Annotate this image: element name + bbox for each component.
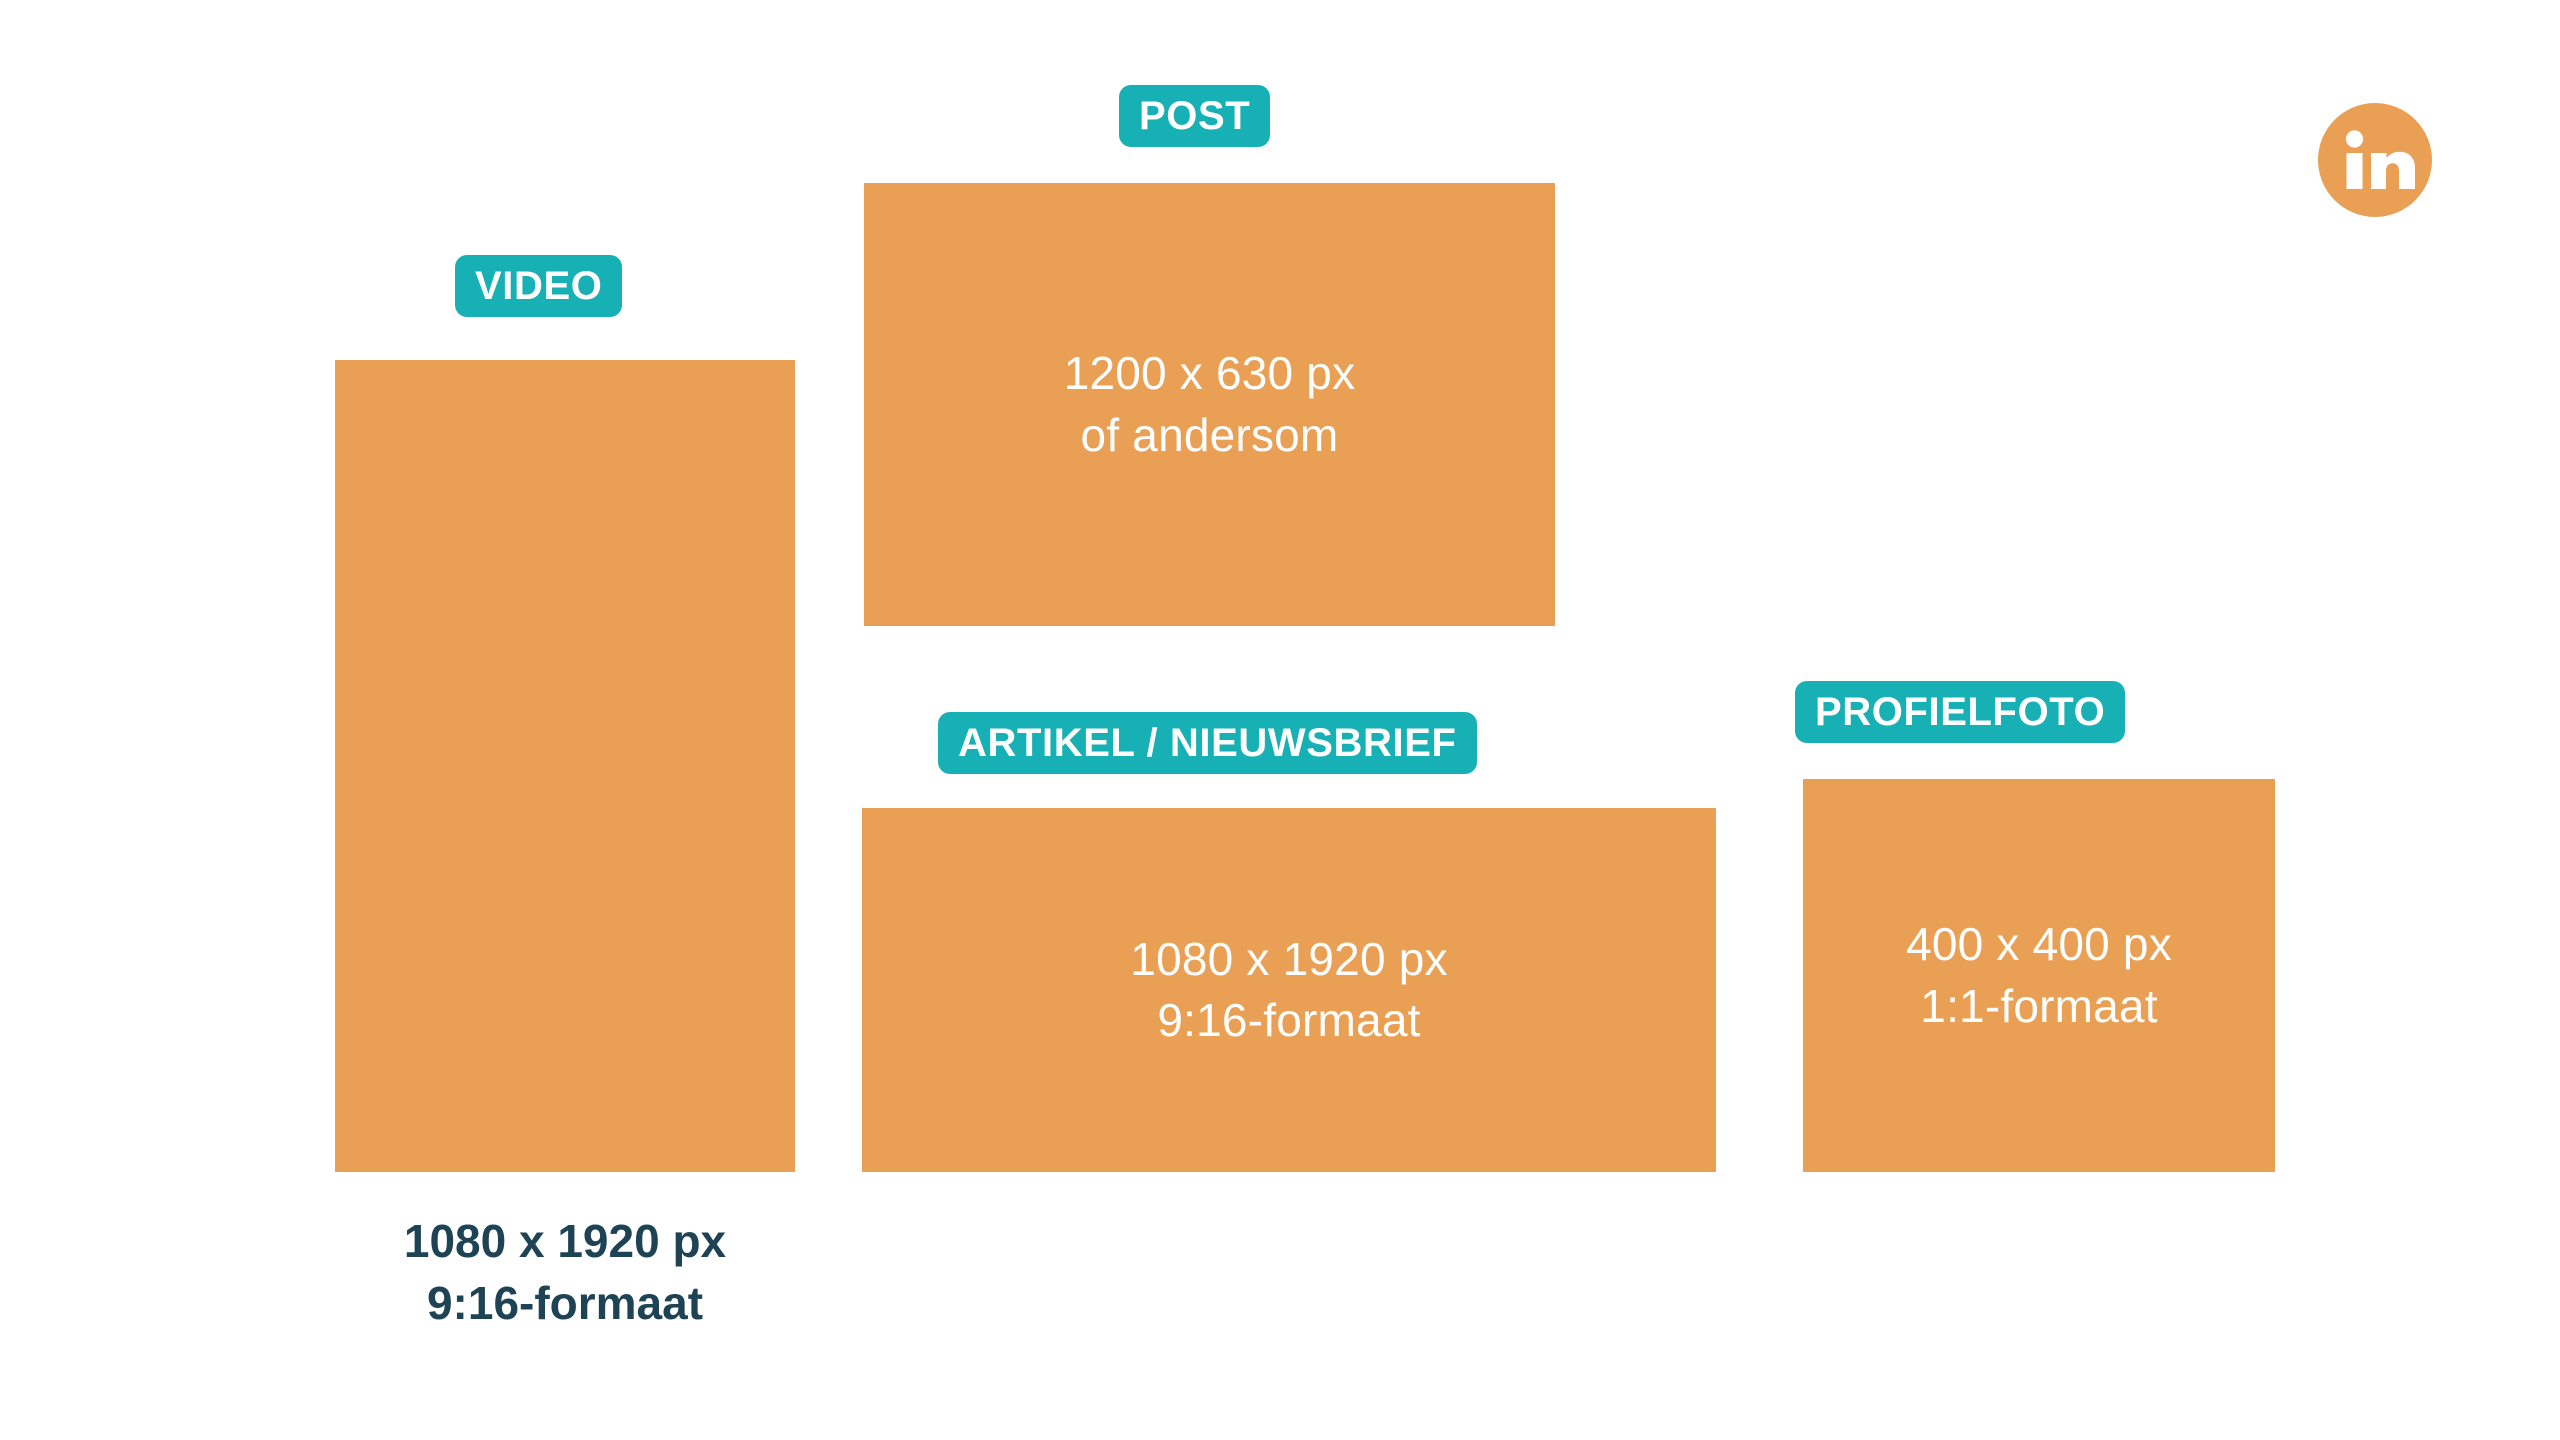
format-text-post-ratio: of andersom (1080, 408, 1339, 461)
format-block-artikel-nieuwsbrief: 1080 x 1920 px 9:16-formaat (862, 808, 1716, 1172)
format-block-post: 1200 x 630 px of andersom (864, 183, 1555, 626)
format-tag-artikel-nieuwsbrief: ARTIKEL / NIEUWSBRIEF (938, 712, 1477, 774)
format-text-profielfoto-dimensions: 400 x 400 px (1906, 918, 2172, 971)
format-text-artikel-dimensions: 1080 x 1920 px (1130, 932, 1448, 985)
format-block-profielfoto: 400 x 400 px 1:1-formaat (1803, 779, 2275, 1172)
format-caption-video-ratio: 9:16-formaat (426, 1277, 704, 1330)
format-text-artikel-ratio: 9:16-formaat (1157, 994, 1421, 1046)
format-block-video (335, 360, 795, 1172)
linkedin-in-icon (2318, 103, 2432, 217)
format-text-post-dimensions: 1200 x 630 px (1063, 347, 1356, 400)
format-caption-video: 1080 x 1920 px 9:16-formaat (335, 1210, 795, 1334)
format-tag-profielfoto: PROFIELFOTO (1795, 681, 2126, 743)
format-caption-video-dimensions: 1080 x 1920 px (403, 1215, 727, 1267)
format-text-profielfoto-ratio: 1:1-formaat (1920, 979, 2158, 1032)
format-tag-video: VIDEO (455, 255, 623, 317)
format-tag-post: POST (1119, 85, 1271, 147)
